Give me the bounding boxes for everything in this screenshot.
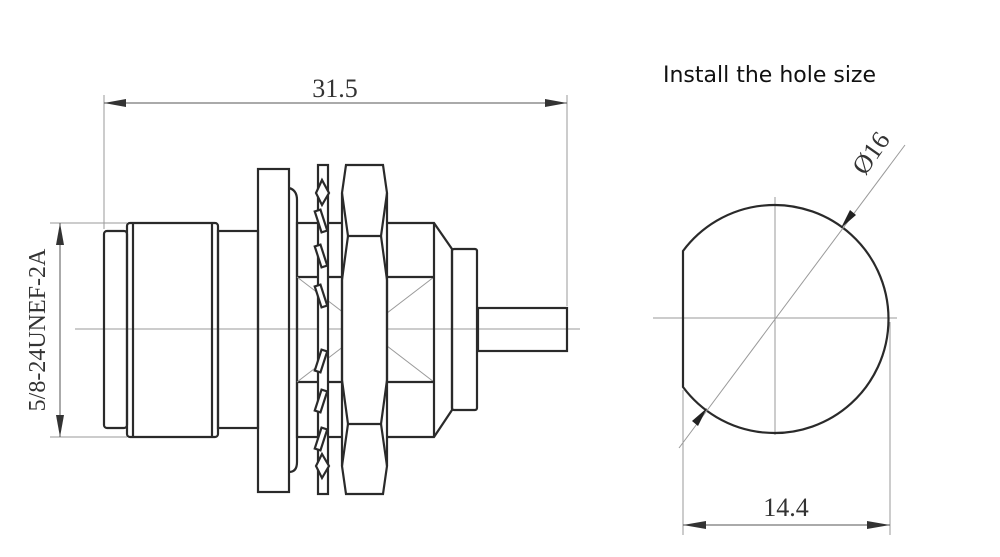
rear-body — [387, 221, 454, 439]
arrow-down-icon — [56, 415, 64, 437]
length-dimension: 31.5 — [103, 74, 568, 306]
diameter-leader — [678, 144, 906, 449]
arrow-right-icon — [545, 99, 567, 107]
d-shaped-hole — [681, 203, 890, 435]
thread-dimension: 5/8-24UNEF-2A — [25, 222, 127, 438]
length-dim-label: 31.5 — [312, 74, 358, 103]
diameter-dim-label: Ø16 — [846, 126, 895, 179]
hole-size-title: Install the hole size — [663, 63, 877, 88]
coupling-body — [125, 221, 220, 439]
center-pin — [476, 306, 569, 353]
arrow-left-icon — [683, 521, 706, 529]
arrow-right-icon — [867, 521, 890, 529]
flat-width-dim-label: 14.4 — [763, 493, 809, 522]
arrow-up-icon — [56, 223, 64, 245]
arrow-diameter-bottom-icon — [692, 408, 707, 426]
flange-lip — [288, 186, 299, 474]
hex-nut — [340, 163, 389, 496]
flange — [256, 167, 291, 494]
thread-dim-label: 5/8-24UNEF-2A — [25, 248, 51, 411]
arrow-left-icon — [104, 99, 126, 107]
mounting-hole-view: Ø16 14.4 — [653, 126, 906, 535]
lock-washer — [313, 163, 331, 496]
arrow-diameter-top-icon — [841, 210, 856, 228]
connector-side-view — [75, 163, 580, 496]
